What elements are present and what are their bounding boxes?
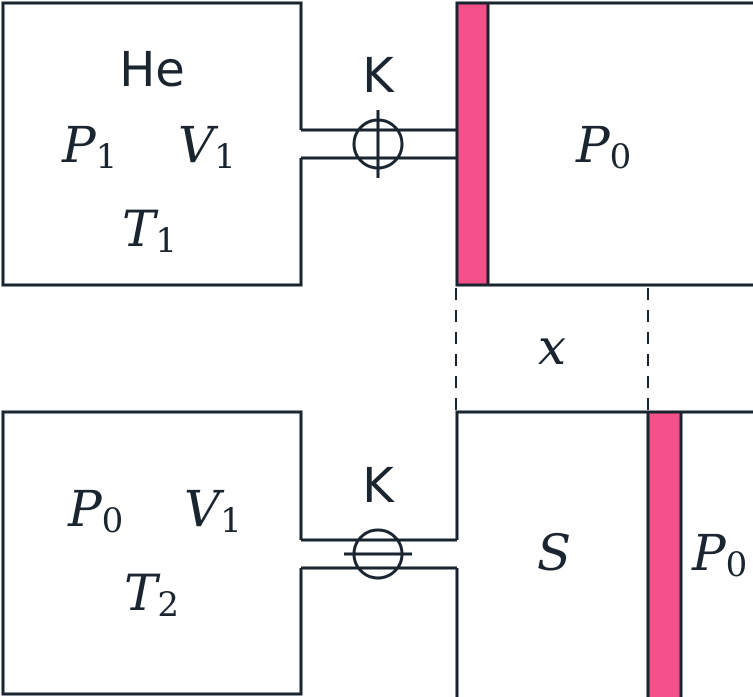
top-temperature-label: T1 xyxy=(122,200,177,261)
bottom-vessel xyxy=(1,410,303,696)
displacement-marker: x xyxy=(455,288,649,410)
bottom-volume-label: V1 xyxy=(184,480,242,541)
top-piston xyxy=(455,1,490,287)
top-gas-label: He xyxy=(119,42,185,98)
gap-label: x xyxy=(538,318,566,376)
bottom-pressure-label: P0 xyxy=(67,480,123,541)
top-valve-label: K xyxy=(362,48,395,104)
top-vessel xyxy=(1,1,303,287)
bottom-outside-pressure-label: P0 xyxy=(691,524,747,585)
bottom-area-label: S xyxy=(537,524,571,582)
bottom-piston xyxy=(646,410,683,697)
top-pressure-label: P1 xyxy=(61,116,117,177)
top-cylinder-pressure-label: P0 xyxy=(575,116,631,177)
top-volume-label: V1 xyxy=(178,116,236,177)
bottom-cylinder xyxy=(455,410,753,540)
bottom-state: P0 V1 T2 K S P0 xyxy=(1,410,753,697)
bottom-valve-label: K xyxy=(362,458,395,514)
bottom-temperature-label: T2 xyxy=(124,564,179,625)
top-state: He P1 V1 T1 K P0 xyxy=(1,1,753,287)
